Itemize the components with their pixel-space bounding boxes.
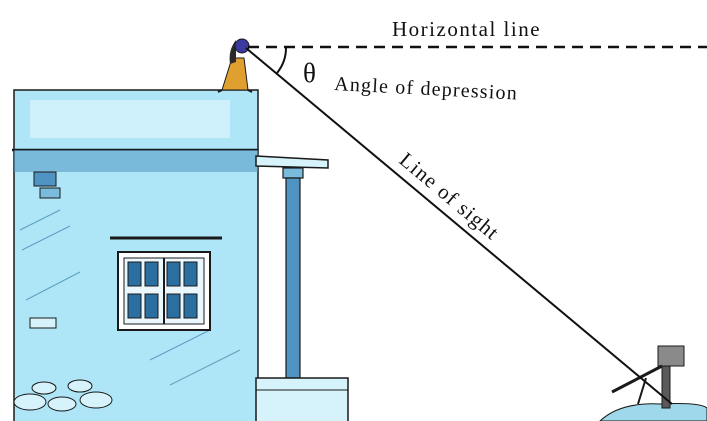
roof-highlight (30, 100, 230, 138)
angle-arc (276, 46, 288, 74)
line-of-sight-label: Line of sight (395, 147, 505, 244)
person-head (234, 38, 250, 54)
ground-object (599, 345, 707, 421)
building (12, 89, 349, 421)
veranda-pillar-cap (282, 167, 304, 179)
veranda-pillar (285, 177, 301, 379)
person-dress (221, 57, 249, 91)
angle-of-depression-label: Angle of depression (334, 73, 519, 105)
person-hair (229, 40, 236, 64)
window (117, 251, 211, 331)
wall-hatching (19, 209, 241, 386)
veranda-roof (255, 155, 329, 169)
person-legs (217, 89, 253, 93)
wall-rubble (13, 379, 113, 412)
wall-shade (14, 150, 258, 172)
theta-symbol: θ (303, 58, 316, 88)
observer-on-roof (217, 38, 253, 93)
wall-brick-1 (33, 171, 57, 187)
object-handle (611, 364, 663, 394)
veranda-base (255, 377, 349, 421)
wall-brick-2 (39, 187, 61, 199)
ground-mound (599, 403, 707, 421)
line-of-sight (245, 47, 673, 405)
object-head (657, 345, 685, 367)
wall-brick-3 (29, 317, 57, 329)
horizontal-line-label: Horizontal line (392, 17, 541, 41)
